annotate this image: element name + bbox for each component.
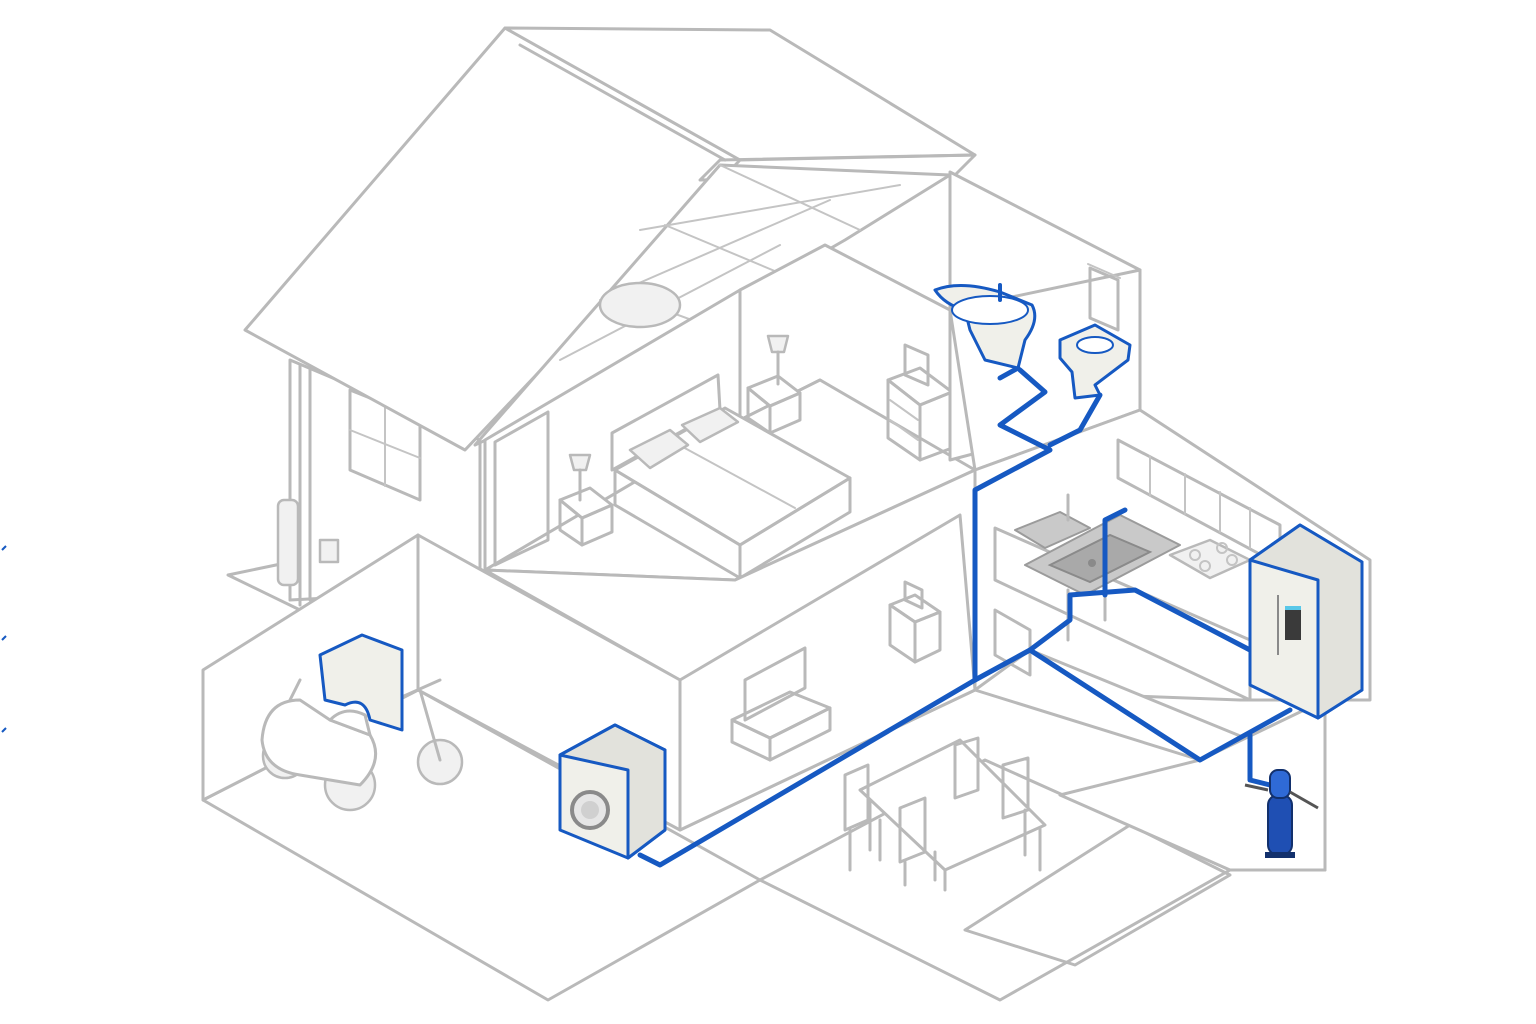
- kitchen-sink-line: [1027, 587, 1253, 653]
- edge-marks: [1, 545, 7, 733]
- lamp-shade: [766, 334, 790, 354]
- kitchen-floor-line: [972, 647, 1293, 763]
- chair: [898, 796, 937, 887]
- attic-tank: [598, 281, 682, 329]
- bathtub-drain: [997, 365, 1021, 381]
- scooter: [260, 678, 464, 812]
- pillow: [628, 428, 690, 470]
- patio-outline: [963, 823, 1232, 967]
- prep-sink: [1014, 511, 1091, 549]
- washing-machine: [558, 723, 667, 860]
- bed: [610, 373, 852, 580]
- lamp-shade: [568, 453, 592, 472]
- bathroom-sink: [1058, 323, 1132, 400]
- bathtub: [933, 283, 1037, 370]
- chair: [953, 736, 980, 800]
- bathroom-mirror: [1088, 266, 1120, 332]
- bedroom-door: [493, 410, 550, 567]
- main-supply-line: [637, 367, 1053, 868]
- living-dresser: [888, 580, 942, 664]
- filter-connection: [1247, 732, 1273, 788]
- outlet-box: [318, 538, 340, 564]
- scooter-tank: [318, 633, 404, 732]
- nightstand-left: [558, 453, 614, 547]
- refrigerator: [1248, 523, 1364, 720]
- tv: [743, 646, 807, 722]
- tv-screen: [903, 343, 930, 387]
- dresser-tv: [886, 343, 954, 462]
- chair: [1001, 756, 1030, 857]
- chair: [843, 763, 882, 872]
- fridge-display: [1285, 610, 1301, 640]
- whole-house-filter: [1244, 769, 1319, 858]
- faucet-riser: [1102, 507, 1128, 598]
- bathroom-sink-line: [1047, 392, 1103, 448]
- water-pipes: [637, 365, 1293, 868]
- water-tank: [276, 498, 300, 587]
- tv-console: [730, 646, 832, 762]
- nightstand-right: [746, 334, 802, 435]
- dining-table: [843, 736, 1047, 892]
- pillow: [680, 406, 740, 444]
